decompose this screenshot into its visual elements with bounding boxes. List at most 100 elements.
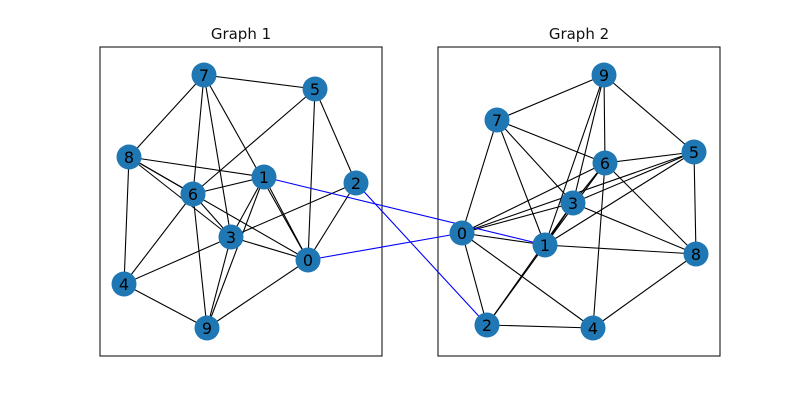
graph-2-edge-2-4 — [486, 324, 594, 329]
node-circle — [591, 62, 617, 88]
graph-1-edge-1-9 — [206, 176, 265, 329]
graph-2-edge-9-5 — [603, 74, 695, 153]
graph-1-node-8: 8 — [116, 144, 142, 170]
graph-2-edge-3-8 — [572, 202, 697, 255]
graph-1-panel: Graph 1 — [99, 25, 383, 357]
node-label: 5 — [310, 80, 320, 99]
node-label: 6 — [600, 154, 610, 173]
graph-2-edge-5-3 — [572, 151, 695, 204]
graph-1-frame — [99, 46, 383, 357]
graph-2-node-2: 2 — [474, 312, 500, 338]
graph-2-edge-0-2 — [461, 232, 488, 326]
graph-2-edge-5-1 — [544, 151, 695, 246]
node-label: 8 — [691, 245, 701, 264]
graph-2-node-8: 8 — [683, 241, 709, 267]
node-label: 4 — [588, 319, 598, 338]
graph-2-edge-3-0 — [461, 202, 574, 234]
graph-2-panel: Graph 2 — [437, 25, 721, 357]
node-circle — [474, 312, 500, 338]
node-circle — [343, 170, 369, 196]
graph-1-edge-4-9 — [123, 283, 208, 329]
graph-1-edge-5-0 — [307, 88, 316, 261]
graph-1-edges — [123, 74, 357, 329]
graph-2-edge-7-6 — [496, 119, 606, 164]
node-circle — [218, 224, 244, 250]
graph-2-edge-5-8 — [693, 151, 697, 255]
graph-1-edge-5-2 — [314, 88, 357, 184]
graph-2-title: Graph 2 — [549, 25, 609, 43]
node-label: 3 — [226, 228, 236, 247]
node-label: 2 — [351, 174, 361, 193]
graph-1-edge-0-9 — [206, 259, 309, 329]
graph-2-edge-6-8 — [604, 162, 697, 255]
node-circle — [111, 271, 137, 297]
cross-graph-edges — [263, 176, 546, 326]
node-circle — [683, 241, 709, 267]
node-circle — [580, 315, 606, 341]
node-circle — [484, 107, 510, 133]
node-label: 1 — [259, 168, 269, 187]
graph-1-node-5: 5 — [302, 76, 328, 102]
node-circle — [302, 76, 328, 102]
node-label: 3 — [568, 194, 578, 213]
graph-1-edge-7-8 — [128, 74, 205, 158]
graph-2-edge-9-6 — [603, 74, 606, 164]
graph-2-edge-9-3 — [572, 74, 605, 204]
graph-2-node-6: 6 — [592, 150, 618, 176]
graph-2-edge-9-7 — [496, 74, 605, 121]
node-circle — [194, 315, 220, 341]
graph-1-node-3: 3 — [218, 224, 244, 250]
graph-2-edge-7-1 — [496, 119, 546, 246]
graph-2-edge-6-0 — [461, 162, 606, 234]
node-circle — [295, 247, 321, 273]
graph-2-node-4: 4 — [580, 315, 606, 341]
node-label: 0 — [457, 224, 467, 243]
node-circle — [592, 150, 618, 176]
graph-1-edge-1-0 — [263, 176, 309, 261]
graph-2-edges — [461, 74, 697, 329]
graph-1-nodes: 0 1 2 3 4 5 6 7 8 9 — [111, 62, 369, 341]
node-label: 8 — [124, 148, 134, 167]
node-label: 7 — [492, 111, 502, 130]
graph-1-edge-7-3 — [203, 74, 232, 238]
node-label: 9 — [599, 66, 609, 85]
graph-1-edge-7-5 — [203, 74, 316, 90]
graph-1-edge-8-4 — [123, 156, 130, 285]
graph-2-node-7: 7 — [484, 107, 510, 133]
node-label: 9 — [202, 319, 212, 338]
graph-1-node-7: 7 — [191, 62, 217, 88]
cross-edge-1-1 — [263, 176, 546, 246]
node-circle — [251, 164, 277, 190]
node-label: 7 — [199, 66, 209, 85]
graph-2-edge-4-8 — [592, 253, 697, 329]
graph-2-edge-6-4 — [592, 162, 606, 329]
graph-1-edge-7-6 — [192, 74, 205, 195]
graph-2-frame — [437, 46, 721, 357]
graph-1-edge-3-4 — [123, 236, 232, 285]
graph-1-title: Graph 1 — [211, 25, 271, 43]
node-label: 0 — [303, 251, 313, 270]
graph-1-node-6: 6 — [180, 181, 206, 207]
graph-2-edge-0-1 — [461, 232, 546, 246]
graph-1-edge-3-0 — [230, 236, 309, 261]
node-label: 6 — [188, 185, 198, 204]
node-label: 1 — [540, 236, 550, 255]
graph-1-node-4: 4 — [111, 271, 137, 297]
graph-1-edge-8-1 — [128, 156, 265, 178]
graph-1-node-0: 0 — [295, 247, 321, 273]
node-circle — [449, 220, 475, 246]
graph-1-edge-2-0 — [307, 182, 357, 261]
graph-2-node-0: 0 — [449, 220, 475, 246]
node-circle — [532, 232, 558, 258]
node-label: 2 — [482, 316, 492, 335]
graph-2-edge-7-0 — [461, 119, 498, 234]
graph-1-edge-8-0 — [128, 156, 309, 261]
graph-2-edge-7-3 — [496, 119, 574, 204]
graph-1-edge-6-9 — [192, 193, 208, 329]
node-circle — [116, 144, 142, 170]
node-circle — [560, 190, 586, 216]
graph-2-edge-1-2 — [486, 244, 546, 326]
graph-2-edge-0-4 — [461, 232, 594, 329]
cross-edge-2-2 — [355, 182, 488, 326]
